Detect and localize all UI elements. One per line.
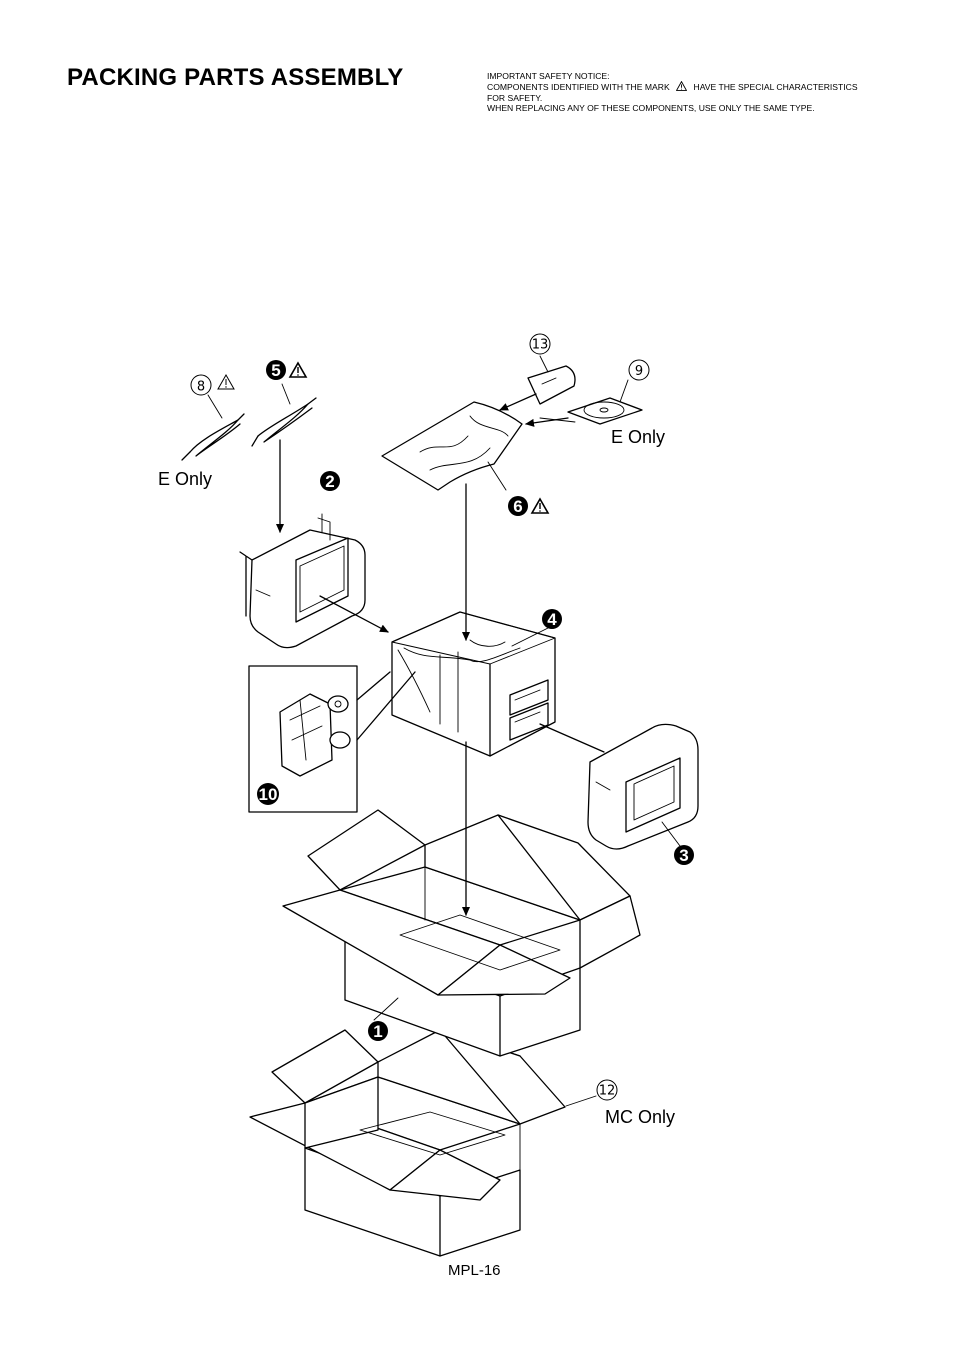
- e-only-label-left: E Only: [158, 469, 213, 489]
- cd-disc-9: [539, 397, 643, 425]
- detail-inset-10: [248, 665, 416, 813]
- page-title: PACKING PARTS ASSEMBLY: [67, 64, 404, 91]
- part-bubble-8: 8: [190, 374, 212, 396]
- warning-triangle-icon: [676, 81, 688, 92]
- part-badge-10: 10: [257, 783, 279, 805]
- small-box-13: [527, 365, 576, 405]
- warning-triangle-icon: [288, 361, 308, 378]
- left-cushion-2: [239, 517, 366, 649]
- power-cord-8: [181, 394, 245, 461]
- notice-line-4: WHEN REPLACING ANY OF THESE COMPONENTS, …: [487, 103, 815, 114]
- inner-carton-1: [282, 809, 641, 1057]
- notice-line-3: FOR SAFETY.: [487, 92, 543, 103]
- mc-only-label: MC Only: [605, 1107, 676, 1127]
- svg-text:3: 3: [679, 846, 688, 865]
- notice-line-1: IMPORTANT SAFETY NOTICE:: [487, 71, 610, 81]
- warning-triangle-icon: [217, 373, 235, 390]
- assembly-arrows: [276, 355, 681, 1107]
- poly-bag-6: [381, 401, 523, 491]
- part-badge-1: 1: [368, 1021, 388, 1041]
- svg-text:13: 13: [532, 338, 549, 353]
- set-in-bag-4: [391, 611, 556, 757]
- part-badge-5: 5: [266, 360, 286, 380]
- part-badge-3: 3: [674, 845, 694, 865]
- page-number: MPL-16: [448, 1262, 501, 1279]
- part-bubble-13: 13: [529, 333, 551, 355]
- svg-text:2: 2: [325, 472, 334, 491]
- notice-line-2: COMPONENTS IDENTIFIED WITH THE MARK HAVE…: [487, 81, 927, 92]
- svg-text:5: 5: [271, 361, 280, 380]
- part-badge-4: 4: [542, 609, 562, 629]
- notice-line-2b: HAVE THE SPECIAL CHARACTERISTICS: [693, 82, 858, 93]
- svg-text:8: 8: [197, 380, 205, 395]
- svg-text:9: 9: [635, 364, 643, 379]
- svg-text:12: 12: [599, 1084, 616, 1099]
- warning-triangle-icon: [530, 497, 550, 514]
- part-bubble-12: 12: [596, 1079, 618, 1101]
- notice-line-2a: COMPONENTS IDENTIFIED WITH THE MARK: [487, 82, 670, 93]
- svg-text:6: 6: [513, 497, 522, 516]
- part-badge-6: 6: [508, 496, 528, 516]
- right-cushion-3: [587, 723, 699, 850]
- svg-text:1: 1: [373, 1022, 382, 1041]
- safety-notice: IMPORTANT SAFETY NOTICE: COMPONENTS IDEN…: [487, 71, 927, 114]
- svg-text:4: 4: [547, 610, 557, 629]
- power-cord-5: [251, 383, 317, 447]
- outer-carton-12: [249, 1029, 566, 1257]
- part-bubble-9: 9: [628, 359, 650, 381]
- part-badge-2: 2: [320, 471, 340, 491]
- e-only-label-right: E Only: [611, 427, 666, 447]
- svg-text:10: 10: [259, 785, 278, 804]
